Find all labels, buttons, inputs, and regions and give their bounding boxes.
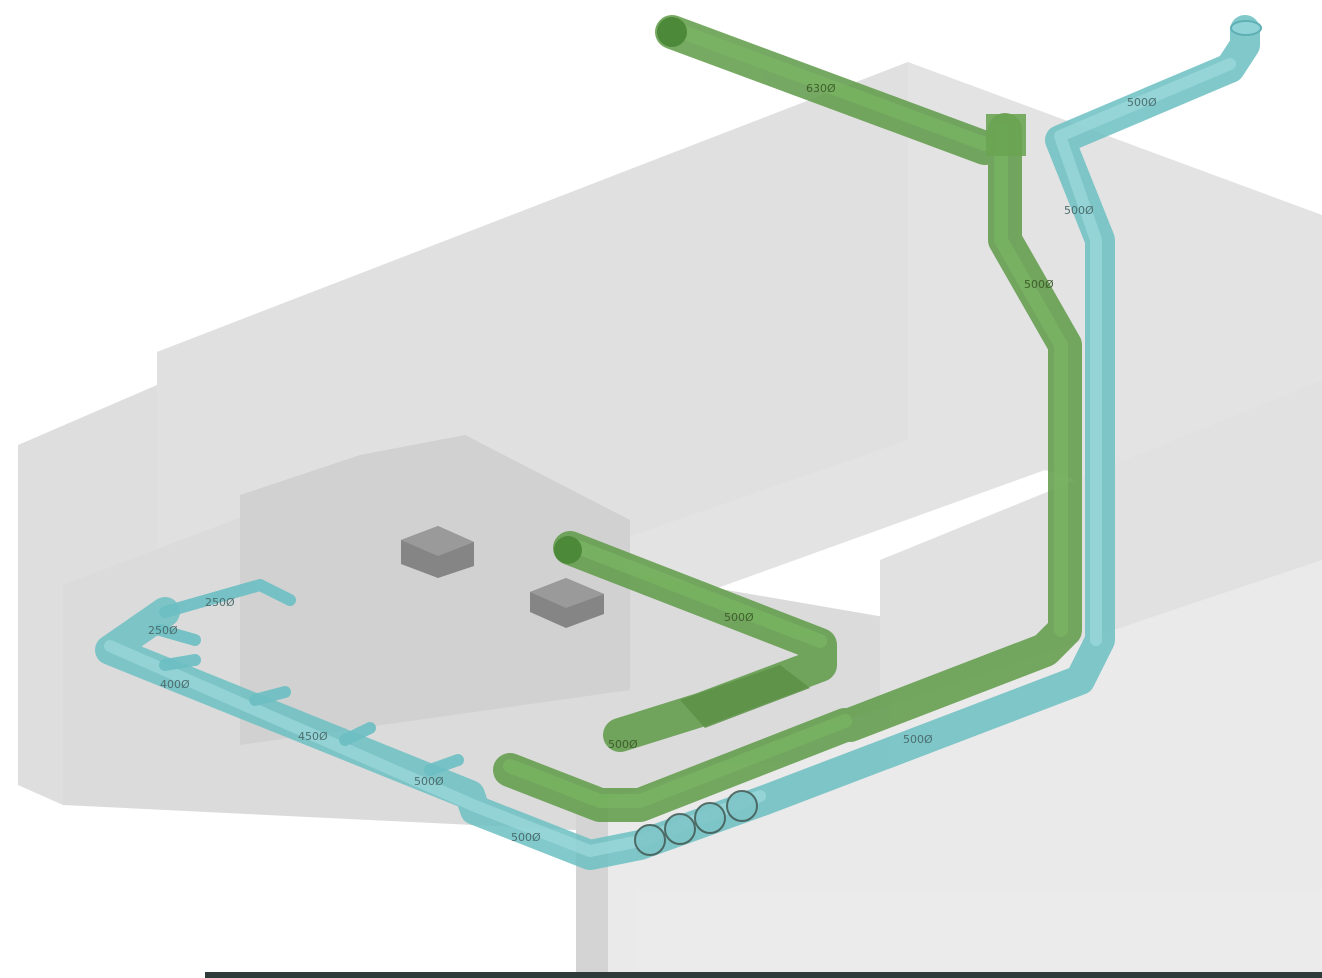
label-green-mid: 500Ø <box>724 611 754 624</box>
building-front-slab <box>608 560 1322 978</box>
equipment <box>401 526 604 628</box>
exhaust-duct-end-cap-branch[interactable] <box>554 536 582 564</box>
label-green-top: 630Ø <box>806 82 836 95</box>
supply-branch-400[interactable] <box>159 654 201 671</box>
equipment-box-2[interactable] <box>530 578 604 628</box>
supply-branch-450a[interactable] <box>249 686 291 706</box>
label-cyan-main-right: 500Ø <box>903 733 933 746</box>
dimension-labels: 630Ø 500Ø 500Ø 500Ø 500Ø 500Ø 500Ø 500Ø … <box>148 82 1157 844</box>
supply-branch-250b[interactable] <box>154 624 201 646</box>
label-cyan-branch-450: 450Ø <box>298 730 328 743</box>
building-core-shaft <box>240 435 630 745</box>
supply-damper-assembly[interactable] <box>634 790 758 856</box>
supply-branch-450b[interactable] <box>339 722 376 746</box>
label-cyan-main-mid: 500Ø <box>511 831 541 844</box>
equipment-box-1[interactable] <box>401 526 474 578</box>
supply-branch-500[interactable] <box>424 754 464 776</box>
exhaust-fitting-tee[interactable] <box>986 114 1026 156</box>
exhaust-duct-system[interactable] <box>493 15 1082 822</box>
viewport-bottom-edge <box>205 972 1322 978</box>
label-cyan-branch-400: 400Ø <box>160 678 190 691</box>
supply-duct-end-cap[interactable] <box>1230 20 1262 36</box>
building-front-column <box>576 800 608 978</box>
label-green-low: 500Ø <box>608 738 638 751</box>
supply-duct-system[interactable] <box>95 15 1262 870</box>
label-green-riser-upper: 500Ø <box>1024 278 1054 291</box>
supply-branch-250a[interactable] <box>159 579 296 618</box>
label-cyan-riser-upper: 500Ø <box>1064 204 1094 217</box>
label-cyan-branch-250b: 250Ø <box>148 624 178 637</box>
exhaust-silencer[interactable] <box>680 665 810 728</box>
label-cyan-top: 500Ø <box>1127 96 1157 109</box>
label-cyan-branch-500: 500Ø <box>414 775 444 788</box>
exhaust-duct-end-cap-top[interactable] <box>657 17 687 47</box>
label-cyan-branch-250a: 250Ø <box>205 596 235 609</box>
